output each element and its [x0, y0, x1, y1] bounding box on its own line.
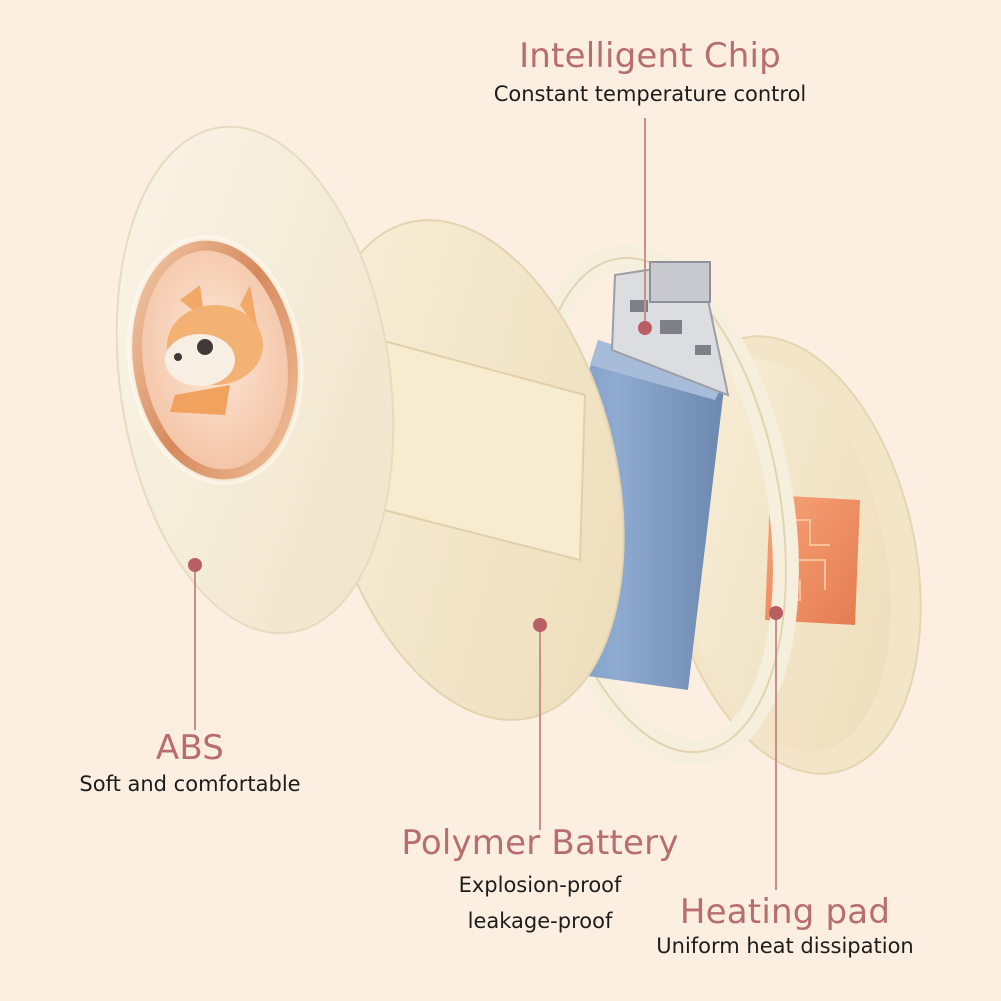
- battery-title: Polymer Battery: [401, 823, 679, 863]
- callout-markers: [188, 321, 783, 632]
- abs-subtitle: Soft and comfortable: [79, 772, 301, 796]
- front-shell: [115, 125, 395, 635]
- circuit-board: [610, 260, 730, 397]
- chip-title: Intelligent Chip: [519, 36, 781, 76]
- abs-title: ABS: [155, 728, 225, 768]
- callout-chip: Intelligent Chip Constant temperature co…: [470, 36, 830, 106]
- leader-lines: [194, 118, 777, 890]
- callout-abs: ABS Soft and comfortable: [40, 728, 340, 796]
- marker-abs: [188, 558, 202, 572]
- chip-subtitle: Constant temperature control: [493, 82, 807, 106]
- heating-title: Heating pad: [679, 892, 891, 932]
- heating-subtitle: Uniform heat dissipation: [656, 934, 914, 958]
- fox-figure: [165, 285, 263, 415]
- inner-shell: [315, 219, 625, 721]
- battery-line-2: leakage-proof: [467, 909, 613, 933]
- callout-battery: Polymer Battery Explosion-proof leakage-…: [390, 823, 690, 933]
- marker-heating: [769, 606, 783, 620]
- callout-heating: Heating pad Uniform heat dissipation: [635, 892, 935, 958]
- marker-battery: [533, 618, 547, 632]
- battery-line-1: Explosion-proof: [458, 873, 622, 897]
- marker-chip: [638, 321, 652, 335]
